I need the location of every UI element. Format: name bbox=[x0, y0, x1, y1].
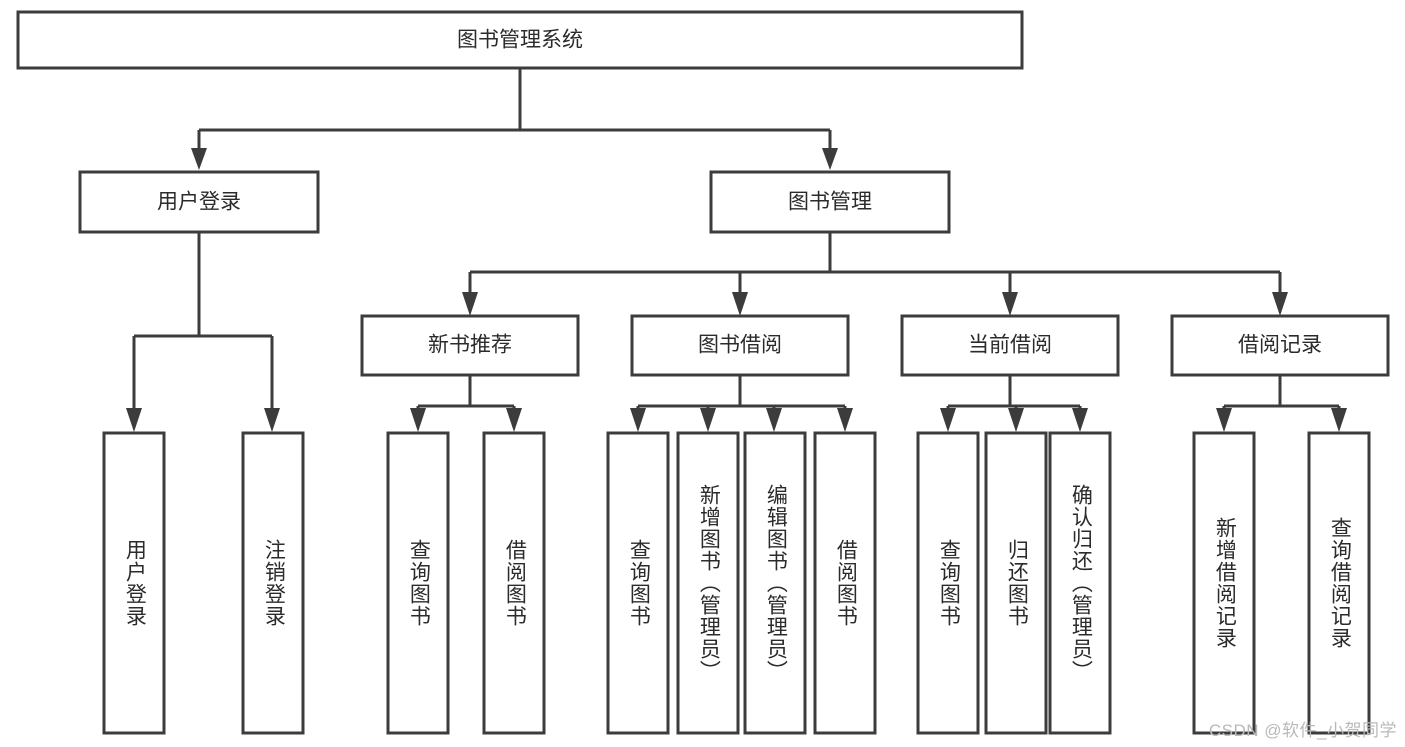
leaf-box-borrow-query[interactable] bbox=[606, 431, 670, 735]
leaf-box-borrow-lend[interactable] bbox=[813, 431, 877, 735]
node-current-borrow-label: 当前借阅 bbox=[968, 334, 1052, 357]
node-borrow-record[interactable]: 借阅记录 bbox=[1170, 314, 1390, 377]
node-book-manage-label: 图书管理 bbox=[788, 191, 872, 214]
leaf-box-current-confirm[interactable] bbox=[1048, 431, 1112, 735]
arrow-head-to-current-borrow bbox=[1002, 292, 1018, 316]
arrow-head-record-leaf-1 bbox=[1216, 408, 1232, 432]
leaf-box-borrow-edit[interactable] bbox=[743, 431, 807, 735]
arrow-head-current-leaf-1 bbox=[940, 408, 956, 432]
arrow-head-borrow-leaf-2 bbox=[700, 408, 716, 432]
arrow-head-to-user-login bbox=[191, 148, 207, 170]
arrow-head-to-book-borrow bbox=[732, 292, 748, 316]
node-user-login-box[interactable] bbox=[78, 170, 320, 234]
arrow-head-current-leaf-2 bbox=[1008, 408, 1024, 432]
watermark-text: CSDN @软件_小贺同学 bbox=[1208, 721, 1397, 740]
node-book-manage-box[interactable] bbox=[709, 170, 951, 234]
node-user-login-label: 用户登录 bbox=[157, 191, 241, 214]
arrow-head-borrow-leaf-1 bbox=[630, 408, 646, 432]
arrow-head-borrow-leaf-4 bbox=[837, 408, 853, 432]
arrow-head-user-leaf-1 bbox=[126, 408, 142, 432]
leaf-box-record-add[interactable] bbox=[1192, 431, 1256, 735]
arrow-head-current-leaf-3 bbox=[1072, 408, 1088, 432]
leaf-box-newbook-query[interactable] bbox=[386, 431, 450, 735]
node-current-borrow[interactable]: 当前借阅 bbox=[900, 314, 1120, 377]
node-user-login[interactable]: 用户登录 bbox=[78, 170, 320, 234]
arrow-head-to-book-manage bbox=[822, 148, 838, 170]
arrow-head-to-borrow-record bbox=[1272, 292, 1288, 316]
arrow-head-record-leaf-2 bbox=[1331, 408, 1347, 432]
node-root-box[interactable] bbox=[16, 10, 1024, 70]
node-root-label: 图书管理系统 bbox=[457, 29, 583, 52]
leaf-box-record-query[interactable] bbox=[1307, 431, 1371, 735]
connector-group bbox=[126, 68, 1347, 432]
arrow-head-user-leaf-2 bbox=[264, 408, 280, 432]
arrow-head-newbook-leaf-2 bbox=[506, 408, 522, 432]
leaf-box-borrow-add[interactable] bbox=[676, 431, 740, 735]
node-new-book-recommend-box[interactable] bbox=[360, 314, 580, 377]
arrow-head-to-new-book bbox=[462, 292, 478, 316]
node-book-borrow[interactable]: 图书借阅 bbox=[630, 314, 850, 377]
node-root[interactable]: 图书管理系统 bbox=[16, 10, 1024, 70]
leaf-box-user-logout[interactable] bbox=[241, 431, 305, 735]
node-borrow-record-box[interactable] bbox=[1170, 314, 1390, 377]
leaf-box-current-query[interactable] bbox=[916, 431, 980, 735]
leaf-box-newbook-borrow[interactable] bbox=[482, 431, 546, 735]
node-current-borrow-box[interactable] bbox=[900, 314, 1120, 377]
leaf-box-user-login[interactable] bbox=[102, 431, 166, 735]
node-borrow-record-label: 借阅记录 bbox=[1238, 334, 1322, 357]
node-book-manage[interactable]: 图书管理 bbox=[709, 170, 951, 234]
node-new-book-recommend[interactable]: 新书推荐 bbox=[360, 314, 580, 377]
node-book-borrow-label: 图书借阅 bbox=[698, 334, 782, 357]
node-new-book-recommend-label: 新书推荐 bbox=[428, 334, 512, 357]
node-book-borrow-box[interactable] bbox=[630, 314, 850, 377]
arrow-head-borrow-leaf-3 bbox=[766, 408, 782, 432]
leaf-box-current-return[interactable] bbox=[984, 431, 1048, 735]
arrow-head-newbook-leaf-1 bbox=[410, 408, 426, 432]
